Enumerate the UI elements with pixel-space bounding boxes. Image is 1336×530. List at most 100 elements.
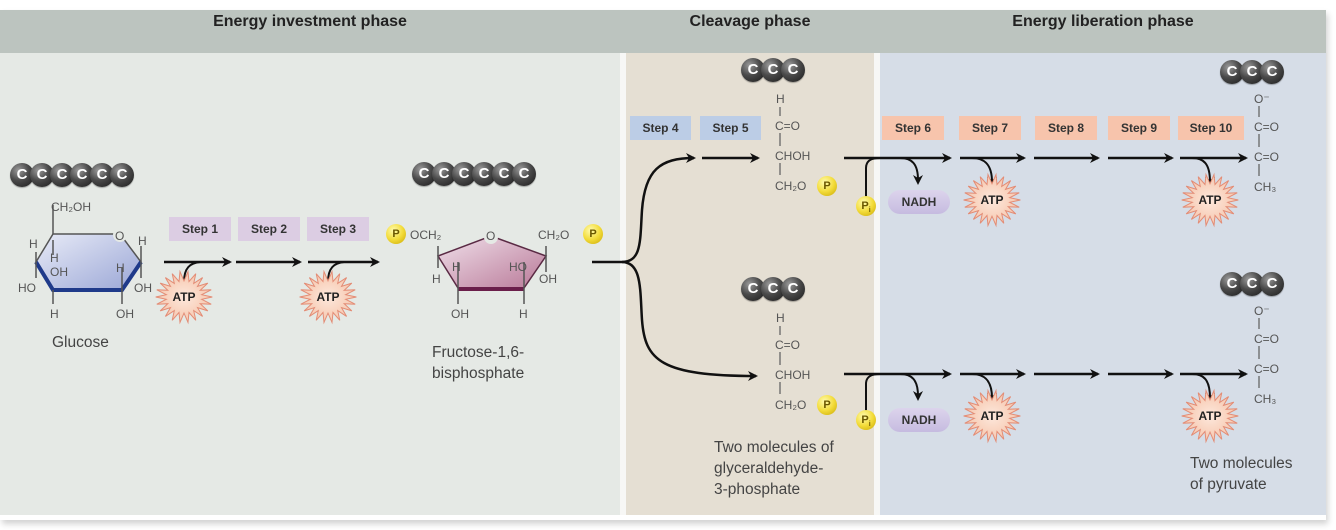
glucose-h: H xyxy=(29,237,38,251)
carbon-atom-icon: C xyxy=(1260,272,1284,296)
glucose-h: H xyxy=(50,251,59,265)
carbon-chain-pyruvate-top: C C C xyxy=(1220,60,1284,84)
atp-label: ATP xyxy=(1198,409,1221,423)
fructose-oh: OH xyxy=(451,307,469,321)
carbon-atom-icon: C xyxy=(512,162,536,186)
fructose-ch2o: CH₂O xyxy=(538,228,570,242)
fructose-label-line1: Fructose-1,6- xyxy=(432,344,525,361)
atp-starburst-icon xyxy=(963,172,1021,228)
phosphate-icon: P xyxy=(386,224,406,244)
carbon-chain-pyruvate-bottom: C C C xyxy=(1220,272,1284,296)
atp-starburst-icon xyxy=(963,388,1021,444)
atp-label: ATP xyxy=(316,290,339,304)
carbon-atom-icon: C xyxy=(1260,60,1284,84)
atp-label: ATP xyxy=(980,193,1003,207)
step-10-label: Step 10 xyxy=(1178,116,1244,140)
fructose-ring-o: O xyxy=(486,229,496,243)
carbon-atom-icon: C xyxy=(781,58,805,82)
glucose-h: H xyxy=(50,307,59,321)
pyruvate-c-o: C=O xyxy=(1254,150,1280,164)
glucose-ring xyxy=(34,205,143,304)
step-9-label: Step 9 xyxy=(1108,116,1170,140)
pyruvate-caption-line2: of pyruvate xyxy=(1190,476,1267,493)
step-8-label: Step 8 xyxy=(1035,116,1097,140)
step-3-label: Step 3 xyxy=(307,217,369,241)
step-1-label: Step 1 xyxy=(169,217,231,241)
glucose-oh: OH xyxy=(134,281,152,295)
carbon-atom-icon: C xyxy=(761,277,785,301)
phase-title-liberation: Energy liberation phase xyxy=(1012,13,1194,30)
pyruvate-c-o: C=O xyxy=(1254,332,1280,346)
glucose-ring-o: O xyxy=(115,229,125,243)
pyruvate-caption-line1: Two molecules xyxy=(1190,455,1293,472)
investment-arrows xyxy=(164,257,380,283)
fructose-h: H xyxy=(452,260,461,274)
fructose-label-line2: bisphosphate xyxy=(432,365,525,382)
pyruvate-ch3: CH₃ xyxy=(1254,392,1277,406)
atp-label: ATP xyxy=(172,290,195,304)
glucose-ch2oh: CH₂OH xyxy=(51,200,91,214)
carbon-chain-g3p-bottom: C C C xyxy=(741,277,805,301)
nadh-badge: NADH xyxy=(888,408,950,432)
pyruvate-c-o: C=O xyxy=(1254,120,1280,134)
pyruvate-c-o: C=O xyxy=(1254,362,1280,376)
atp-starburst-icon xyxy=(1181,388,1239,444)
carbon-chain-glucose: C C C C C C xyxy=(10,163,134,187)
carbon-atom-icon: C xyxy=(781,277,805,301)
g3p-caption-line2: glyceraldehyde- xyxy=(714,460,824,477)
glucose-ho: HO xyxy=(18,281,36,295)
step-4-label: Step 4 xyxy=(630,116,691,140)
carbon-chain-fructose: C C C C C C xyxy=(412,162,536,186)
step-7-label: Step 7 xyxy=(959,116,1021,140)
g3p-ch2o: CH₂O xyxy=(775,179,807,193)
g3p-ch2o: CH₂O xyxy=(775,398,807,412)
g3p-h: H xyxy=(776,92,785,106)
glucose-h: H xyxy=(116,261,125,275)
glucose-label: Glucose xyxy=(52,334,109,351)
pyruvate-o-minus: O⁻ xyxy=(1254,92,1270,106)
step-5-label: Step 5 xyxy=(700,116,761,140)
atp-starburst-icon xyxy=(299,269,357,325)
atp-starburst-icon xyxy=(155,269,213,325)
inorganic-phosphate-icon: Pi xyxy=(856,196,876,216)
phosphate-icon: P xyxy=(817,395,837,415)
phase-header-bar xyxy=(0,10,1326,53)
g3p-chohh: CHOH xyxy=(775,368,811,382)
pyruvate-ch3: CH₃ xyxy=(1254,180,1277,194)
inorganic-phosphate-icon: Pi xyxy=(856,410,876,430)
atp-label: ATP xyxy=(980,409,1003,423)
fructose-ring xyxy=(436,230,548,304)
glucose-h: H xyxy=(138,234,147,248)
carbon-atom-icon: C xyxy=(1220,60,1244,84)
g3p-c-o: C=O xyxy=(775,338,801,352)
divider xyxy=(874,53,880,515)
nadh-badge: NADH xyxy=(888,190,950,214)
phosphate-icon: P xyxy=(583,224,603,244)
g3p-chohh: CHOH xyxy=(775,149,811,163)
split-arrows xyxy=(592,153,760,381)
liberation-arrows-bottom xyxy=(844,369,1248,412)
fructose-h: H xyxy=(519,307,528,321)
pyruvate-o-minus: O⁻ xyxy=(1254,304,1270,318)
phase-title-investment: Energy investment phase xyxy=(213,13,407,30)
g3p-caption-line3: 3-phosphate xyxy=(714,481,801,498)
carbon-chain-g3p-top: C C C xyxy=(741,58,805,82)
fructose-oh: OH xyxy=(539,272,557,286)
g3p-caption-line1: Two molecules of xyxy=(714,439,834,456)
glucose-oh: OH xyxy=(116,307,134,321)
glucose-oh: OH xyxy=(50,265,68,279)
g3p-h: H xyxy=(776,311,785,325)
liberation-arrows-top xyxy=(844,153,1248,198)
fructose-och2: OCH₂ xyxy=(410,228,442,242)
step-6-label: Step 6 xyxy=(882,116,944,140)
step-2-label: Step 2 xyxy=(238,217,300,241)
phosphate-icon: P xyxy=(817,176,837,196)
fructose-ho: HO xyxy=(509,260,527,274)
divider xyxy=(620,53,626,515)
fructose-h: H xyxy=(432,272,441,286)
g3p-c-o: C=O xyxy=(775,119,801,133)
atp-label: ATP xyxy=(1198,193,1221,207)
atp-starburst-icon xyxy=(1181,172,1239,228)
